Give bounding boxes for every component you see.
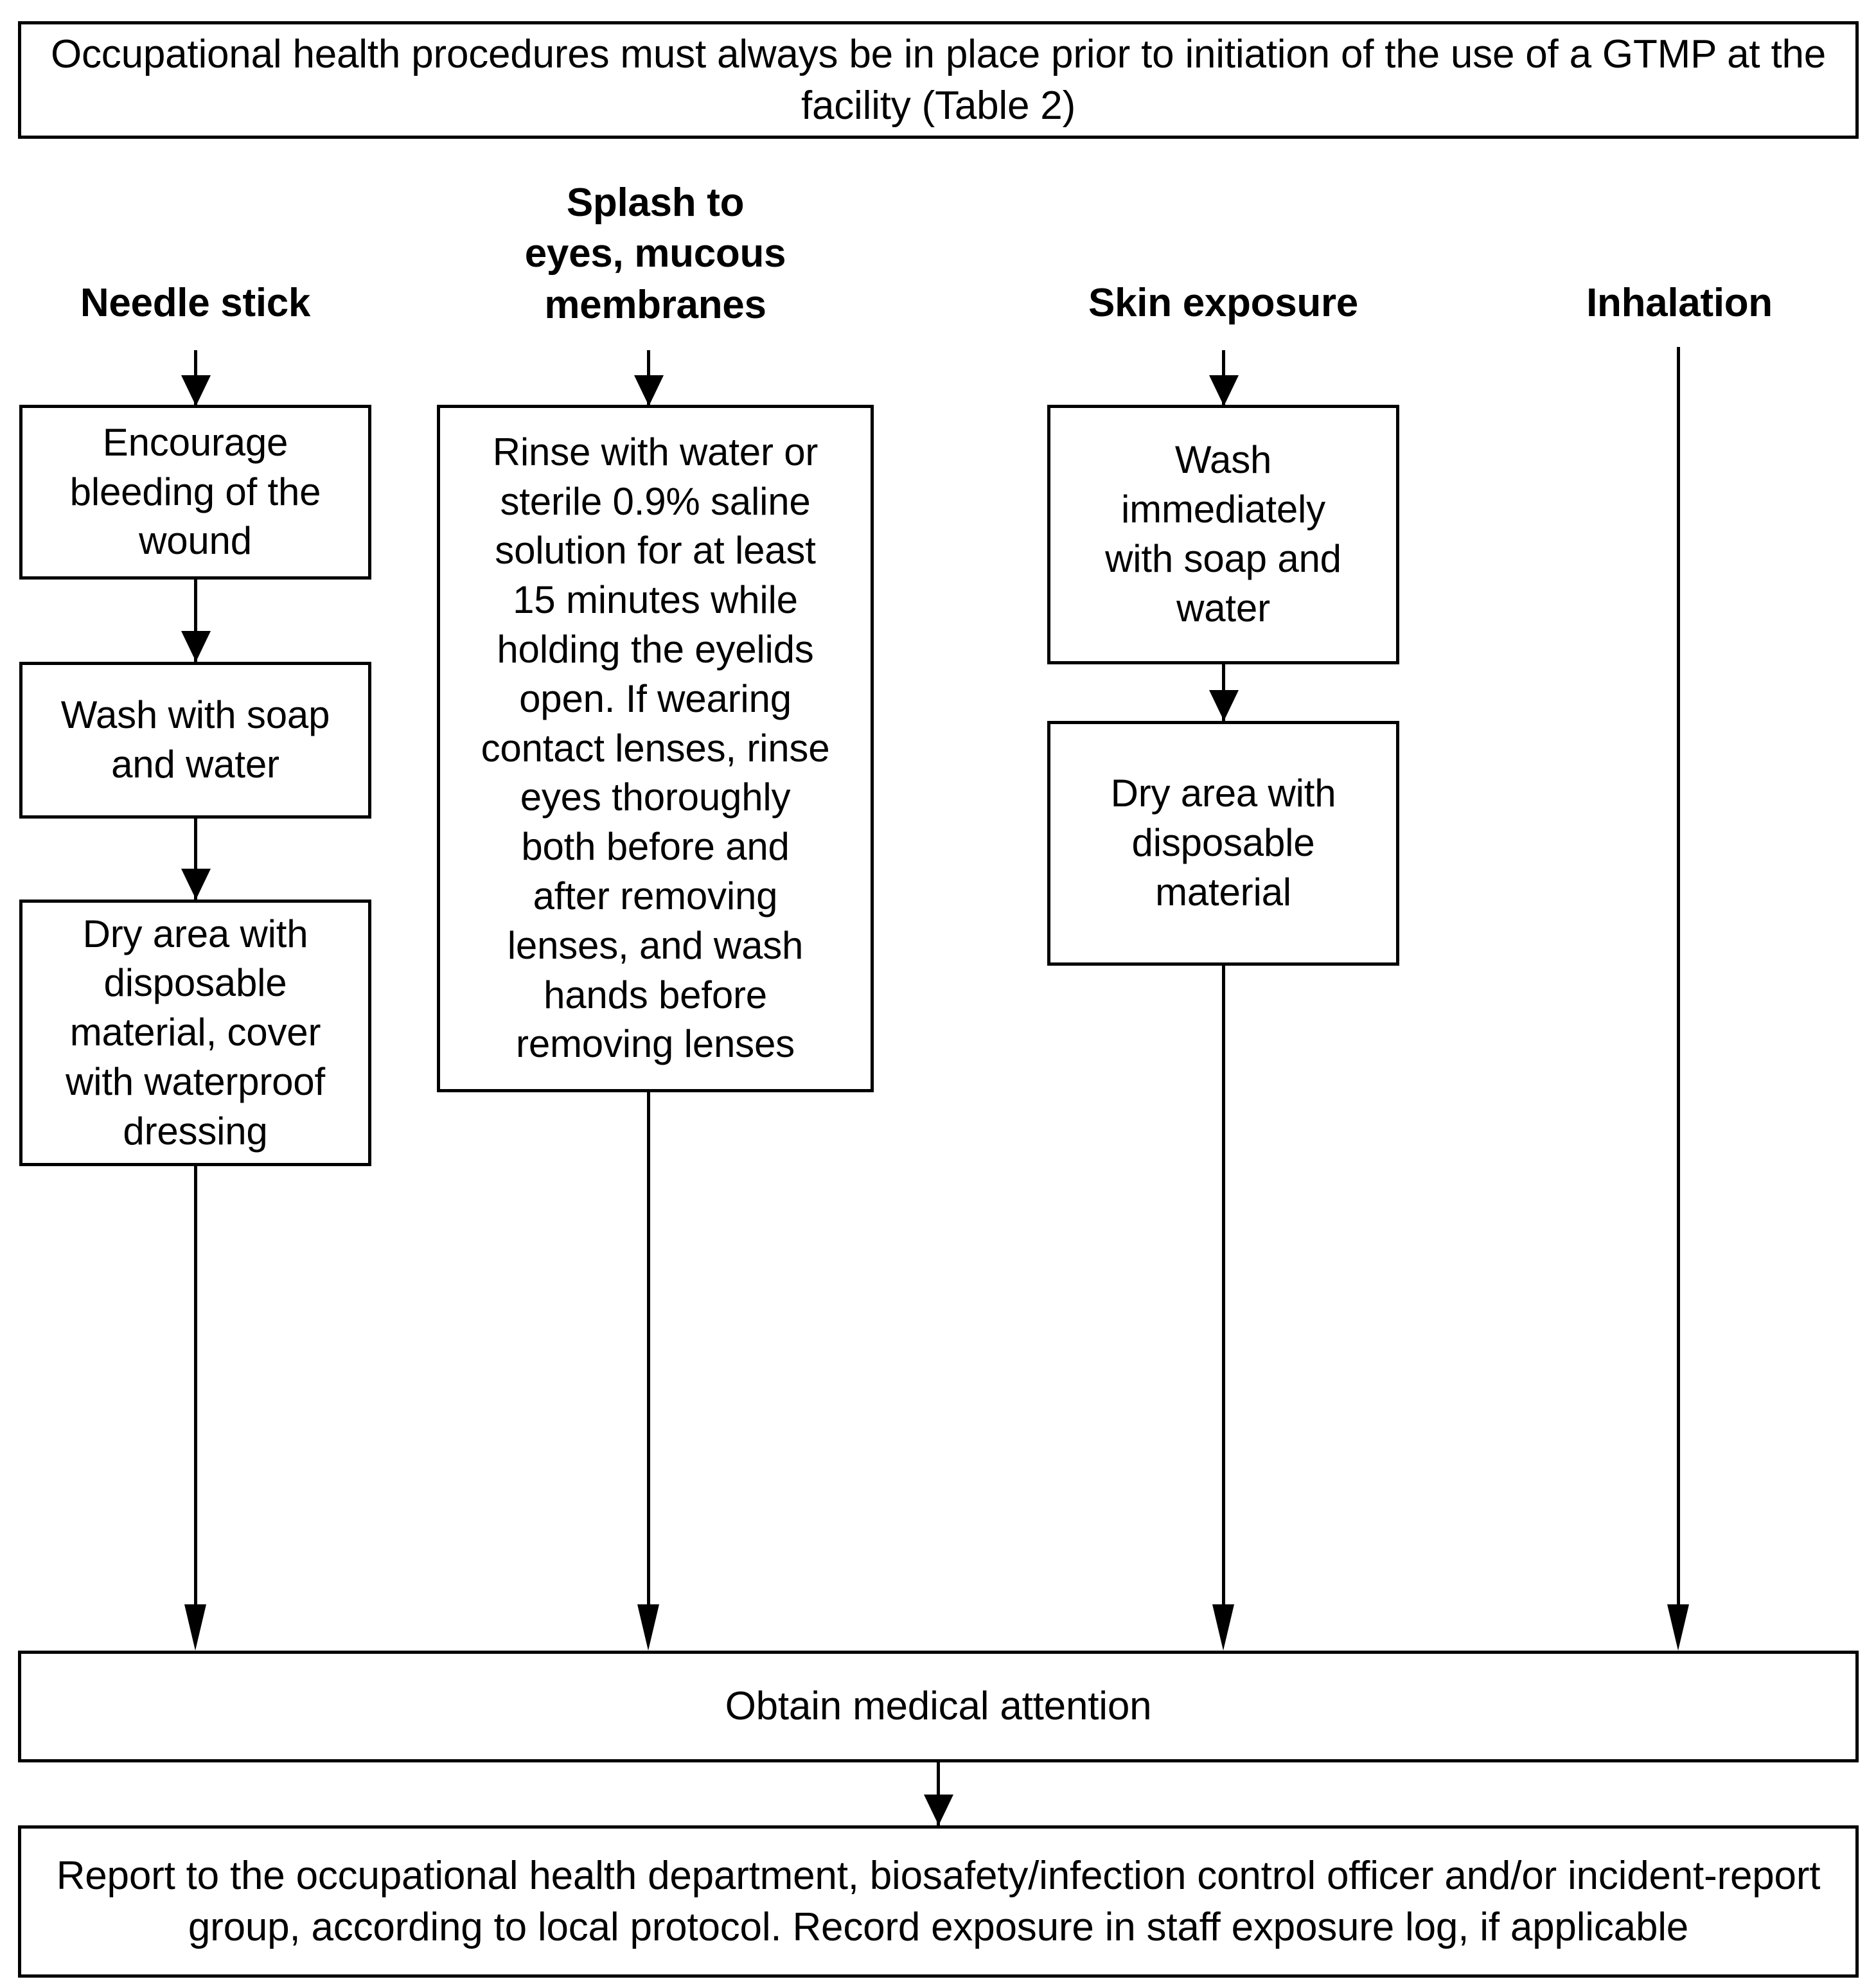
connector-medical-to-report [937, 1762, 940, 1825]
column-header-needle-stick: Needle stick [80, 281, 311, 325]
report-text: Report to the occupational health depart… [56, 1854, 1821, 1949]
step-box-skin-2: Dry area with disposable material [1047, 721, 1399, 966]
header-statement-text: Occupational health procedures must alwa… [50, 32, 1827, 128]
arrowhead-splash-to-medical [637, 1604, 659, 1651]
step-box-skin-1: Wash immediately with soap and water [1047, 405, 1399, 664]
arrowhead-splash-head-to-box1 [634, 375, 664, 406]
header-statement-box: Occupational health procedures must alwa… [18, 21, 1859, 139]
obtain-medical-attention-text: Obtain medical attention [725, 1684, 1152, 1729]
step-box-needle-3-text: Dry area with disposable material, cover… [66, 912, 325, 1153]
step-box-needle-1: Encourage bleeding of the wound [19, 405, 371, 580]
report-box: Report to the occupational health depart… [18, 1825, 1859, 1978]
step-box-splash-1: Rinse with water or sterile 0.9% saline … [437, 405, 874, 1092]
column-header-skin-exposure: Skin exposure [1088, 281, 1358, 325]
connector-needle-1-to-2 [194, 580, 197, 662]
arrowhead-needle-to-medical [184, 1604, 206, 1651]
arrowhead-needle-2-to-3 [181, 869, 211, 900]
column-header-splash: Splash to eyes, mucous membranes [524, 181, 786, 327]
connector-skin-to-medical [1222, 966, 1225, 1606]
obtain-medical-attention-box: Obtain medical attention [18, 1651, 1859, 1762]
step-box-skin-1-text: Wash immediately with soap and water [1105, 438, 1341, 630]
arrowhead-needle-head-to-box1 [181, 375, 211, 406]
step-box-needle-1-text: Encourage bleeding of the wound [69, 420, 321, 563]
connector-needle-to-medical [194, 1166, 197, 1606]
step-box-splash-1-text: Rinse with water or sterile 0.9% saline … [481, 430, 830, 1066]
arrowhead-inhalation-to-medical [1667, 1604, 1689, 1651]
connector-splash-to-medical [647, 1092, 650, 1606]
step-box-needle-3: Dry area with disposable material, cover… [19, 900, 371, 1166]
arrowhead-skin-head-to-box1 [1209, 375, 1239, 406]
arrowhead-skin-to-medical [1212, 1604, 1234, 1651]
step-box-skin-2-text: Dry area with disposable material [1110, 772, 1336, 914]
step-box-needle-2: Wash with soap and water [19, 662, 371, 819]
connector-needle-2-to-3 [194, 819, 197, 900]
connector-inhalation-to-medical [1677, 347, 1680, 1606]
arrowhead-medical-to-report [924, 1795, 953, 1825]
arrowhead-needle-1-to-2 [181, 631, 211, 662]
arrowhead-skin-1-to-2 [1209, 690, 1239, 721]
column-header-inhalation: Inhalation [1586, 281, 1773, 325]
step-box-needle-2-text: Wash with soap and water [60, 693, 330, 786]
